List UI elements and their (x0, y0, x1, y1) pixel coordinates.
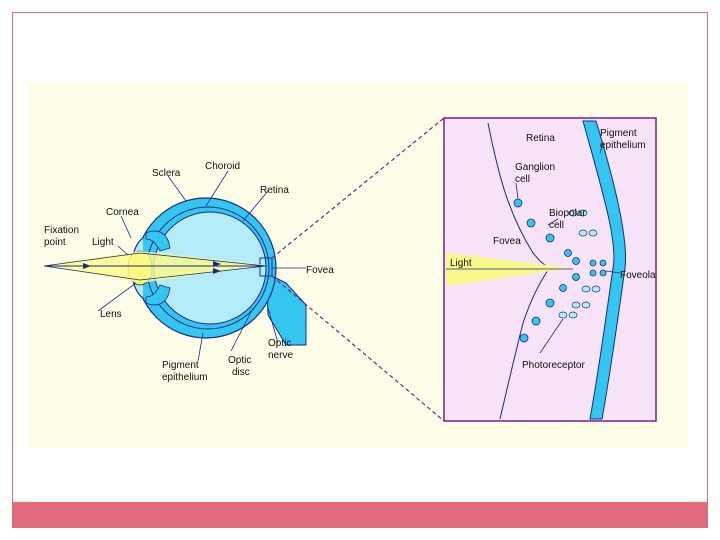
arrow-1 (83, 263, 91, 269)
photoreceptor-pointer (539, 318, 564, 354)
label-fovea-eye: Fovea (306, 265, 334, 276)
connector-top (271, 117, 445, 259)
bipolar-pointer (547, 218, 559, 226)
label-cornea: Cornea (106, 207, 139, 218)
label-foveola: Foveola (620, 270, 656, 281)
ray-upper-2 (139, 252, 267, 267)
light-beam-eye (46, 251, 266, 283)
light-beam-inset (446, 253, 573, 286)
ray-lower-2 (139, 265, 267, 281)
retina-surface-upper (487, 122, 549, 267)
label-retina-eye: Retina (260, 185, 289, 196)
ganglion-pointer (515, 182, 519, 200)
label-fovea-inset: Fovea (493, 236, 521, 247)
label-photoreceptor: Photoreceptor (522, 360, 585, 371)
iris-upper (145, 230, 171, 252)
foveola-pointer (605, 270, 621, 274)
label-retina-inset: Retina (526, 133, 555, 144)
label-light-inset: Light (450, 258, 472, 269)
retinal-cells (513, 198, 607, 343)
label-sclera: Sclera (152, 168, 181, 179)
arrow-3 (213, 268, 221, 274)
photoreceptor-chain (558, 209, 601, 319)
pigment-pointer (599, 142, 604, 154)
connector-bottom (271, 275, 445, 422)
iris-lower (145, 284, 171, 306)
arrow-2 (213, 261, 221, 267)
label-choroid: Choroid (205, 161, 240, 172)
label-lens: Lens (100, 309, 122, 320)
label-light-eye: Light (92, 237, 114, 248)
ray-upper (43, 252, 141, 267)
retina-inset (443, 117, 657, 422)
leader-lines (97, 170, 306, 362)
pigment-epithelium-band (582, 120, 626, 420)
retina-surface-lower (499, 269, 549, 420)
bottom-accent-bar (12, 502, 708, 528)
optic-nerve-shape (265, 272, 307, 346)
ray-lower (43, 265, 141, 281)
